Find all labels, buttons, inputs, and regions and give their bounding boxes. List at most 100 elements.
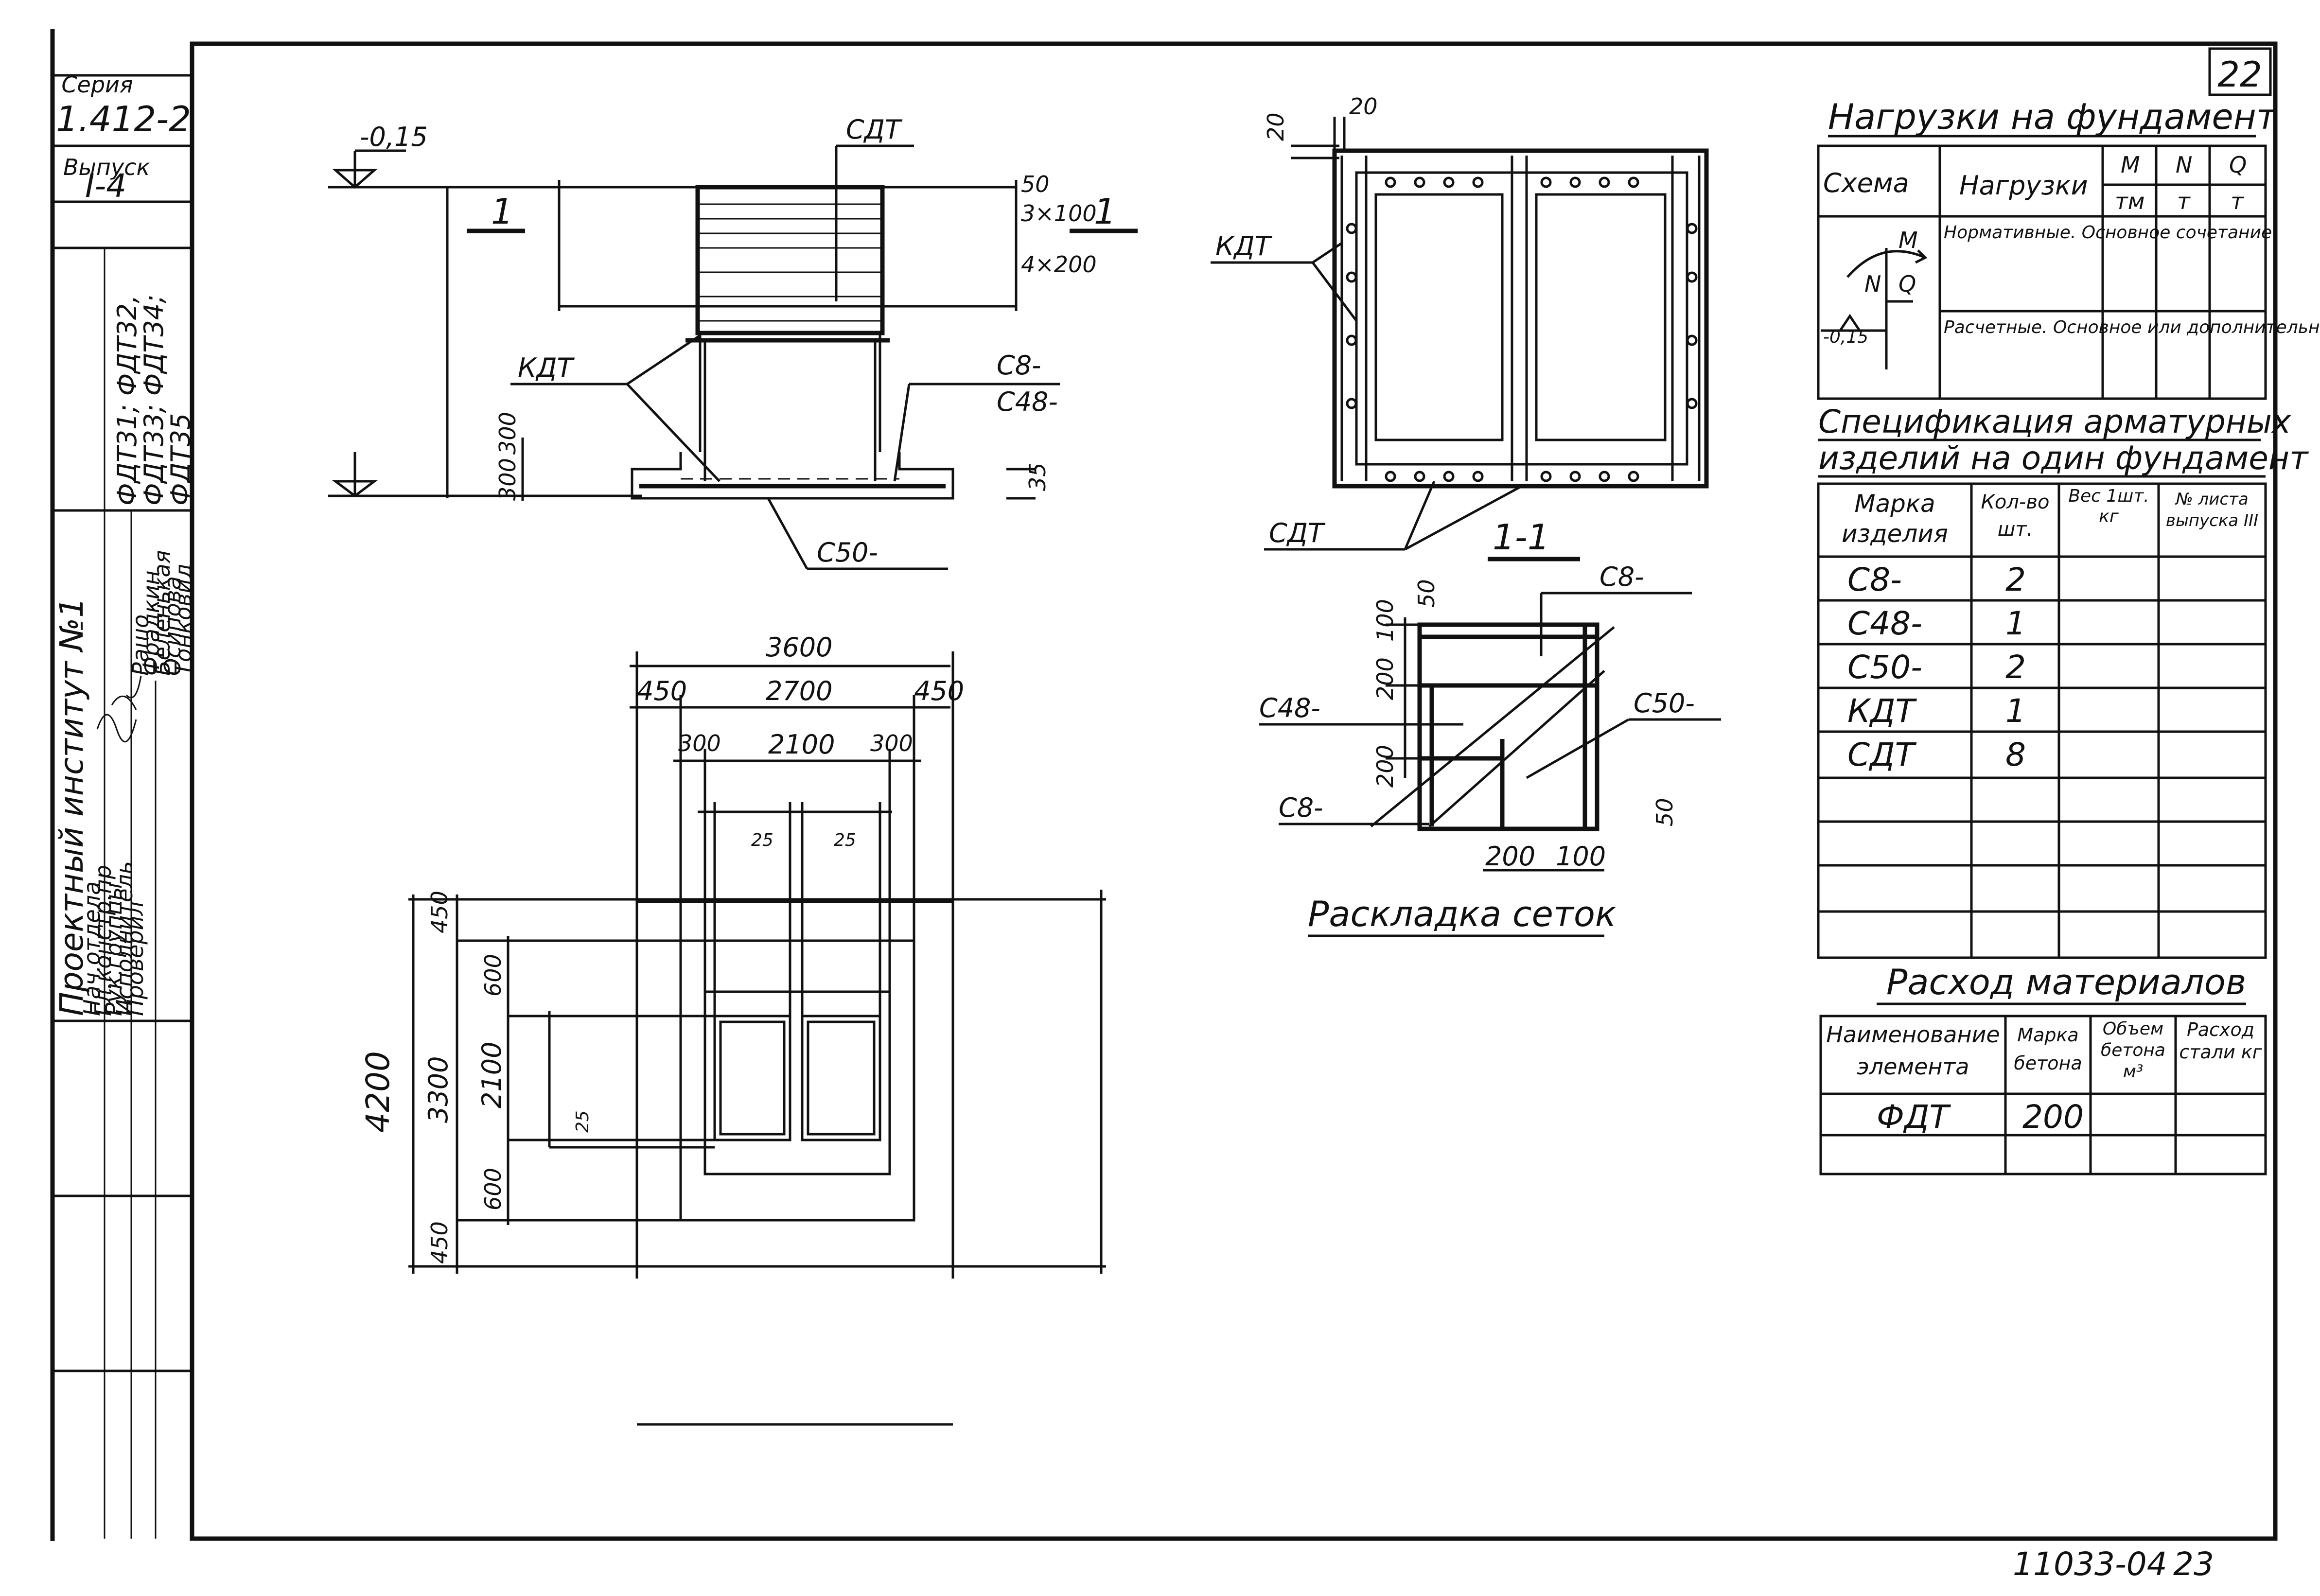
spec-title-2: изделий на один фундамент: [1818, 439, 2309, 477]
loads-header-n-unit: т: [2177, 188, 2191, 214]
loads-header-q: Q: [2229, 152, 2247, 178]
mesh-dim-50-b: 50: [1652, 798, 1678, 826]
plan-dim-600-b: 600: [480, 1168, 506, 1210]
issue-label: Выпуск: [63, 154, 150, 180]
moment-arc: [1846, 250, 1926, 278]
scheme-m: M: [1898, 227, 1918, 253]
spec-row-mark: С8-: [1847, 561, 1902, 598]
label-c50: С50-: [817, 537, 878, 568]
mesh-dim-200-c: 200: [1485, 841, 1535, 872]
plan-dim-300-l: 300: [678, 730, 721, 756]
footing: [631, 452, 954, 500]
label-c8: С8-: [997, 350, 1041, 381]
issue-value: I-4: [85, 167, 126, 205]
spec-row-qty: 8: [2005, 736, 2026, 773]
name-5: Тонковид: [170, 563, 196, 676]
top-label-kdt: КДТ: [1215, 231, 1273, 262]
name-4: Осипова: [159, 576, 186, 676]
series-value: 1.412-2: [56, 99, 191, 140]
label-c48: С48-: [997, 386, 1058, 417]
materials-title: Расход материалов: [1886, 962, 2246, 1002]
spec-row-qty: 2: [2005, 649, 2026, 686]
name-3: Беленькая: [149, 550, 175, 676]
plan-dim-4200: 4200: [359, 1051, 397, 1133]
loads-table: Нагрузки на фундамент Схема Нагрузки M т…: [1817, 96, 2320, 400]
loads-header-loads: Нагрузки: [1959, 170, 2088, 201]
plan-dim-2100: 2100: [768, 729, 835, 760]
title-stamp: Серия 1.412-2 Выпуск I-4 ФДТ31; ФДТ32, Ф…: [53, 71, 196, 1539]
materials-header-steel: Расход стали кг: [2179, 1019, 2262, 1063]
mesh-dim-100-b: 100: [1556, 841, 1606, 872]
plan-dim-450-t: 450: [426, 891, 453, 933]
top-dim-20-h: 20: [1349, 93, 1378, 120]
plan-dim-600-t: 600: [480, 954, 506, 997]
loads-title: Нагрузки на фундамент: [1828, 96, 2278, 137]
mesh-dim-200-b: 200: [1372, 745, 1398, 788]
signatures: [96, 675, 142, 743]
spec-header-sheet: № листа выпуска III: [2165, 490, 2259, 530]
materials-row-name: ФДТ: [1877, 1098, 1951, 1136]
cage-dots: [1346, 176, 1698, 482]
plan-dim-300-r: 300: [870, 730, 913, 756]
role-3: Рук.группы: [101, 883, 127, 1016]
level-value: -0,15: [360, 122, 428, 152]
plan-dim-450-l: 450: [637, 676, 687, 706]
mesh-dim-200-a: 200: [1372, 657, 1398, 700]
materials-header-volume: Объем бетона м³: [2101, 1019, 2165, 1082]
section-title-1-1: 1-1: [1493, 517, 1550, 558]
stamp-mark-3: ФДТ35: [165, 413, 196, 506]
section-mark-left: 1: [491, 191, 513, 232]
spec-row-qty: 2: [2005, 561, 2026, 598]
loads-header-scheme: Схема: [1823, 168, 1909, 198]
mesh-label-c48: С48-: [1259, 693, 1320, 723]
plan-dim-2700: 2700: [766, 676, 832, 706]
spec-header-weight: Вес 1шт. кг: [2068, 486, 2149, 526]
role-4: Исполнитель: [111, 861, 138, 1016]
cage-top-view: 20 20 КДТ СДТ 1-1: [1211, 93, 1709, 561]
loads-header-n: N: [2176, 152, 2192, 178]
plan-dim-25-v: 25: [573, 1110, 593, 1133]
name-2: Фрадкин: [138, 570, 164, 676]
materials-row-grade: 200: [2022, 1098, 2084, 1136]
sheet-number: 22: [2217, 54, 2262, 95]
plan-dim-450-b: 450: [426, 1221, 453, 1264]
spec-title-1: Спецификация арматурных: [1818, 403, 2291, 440]
stamp-mark-1: ФДТ31; ФДТ32,: [112, 295, 142, 506]
loads-header-q-unit: т: [2231, 188, 2244, 214]
spec-row-mark: С48-: [1847, 605, 1922, 642]
role-2: Гл.констр.пр: [90, 865, 116, 1016]
mesh-layout: 50 100 200 200 200 100 50 С8- С48- С50- …: [1259, 561, 1721, 937]
section-mark-right: 1: [1094, 191, 1116, 232]
scheme-n: N: [1864, 271, 1881, 297]
role-5: Проверил: [122, 901, 148, 1016]
mesh-label-c50: С50-: [1634, 688, 1695, 719]
plan-dim-3600: 3600: [766, 632, 832, 663]
top-label-sdt: СДТ: [1269, 518, 1326, 548]
spec-row-qty: 1: [2005, 605, 2026, 642]
materials-table: Расход материалов Наименование элемента …: [1819, 962, 2267, 1175]
spec-header-qty: Кол-во шт.: [1981, 491, 2050, 541]
foundation-plan: 3600 450 2700 450 300 2100 300 25 25 420…: [359, 632, 1106, 1426]
series-label: Серия: [61, 71, 133, 98]
sheet-frame: 22: [50, 29, 2278, 1541]
mesh-dim-50: 50: [1413, 579, 1440, 608]
spec-row-mark: СДТ: [1847, 736, 1917, 773]
loads-header-m-unit: тм: [2115, 188, 2145, 214]
plan-dim-25-b: 25: [834, 830, 856, 850]
spec-table: Спецификация арматурных изделий на один …: [1817, 403, 2309, 959]
materials-header-name: Наименование элемента: [1826, 1021, 2000, 1080]
label-kdt: КДТ: [518, 352, 575, 383]
spec-row-mark: КДТ: [1847, 692, 1917, 730]
elev-dim-3x100: 3×100: [1021, 200, 1097, 227]
loads-header-m: M: [2121, 152, 2140, 178]
materials-header-grade: Марка бетона: [2014, 1024, 2082, 1074]
label-sdt: СДТ: [846, 114, 903, 145]
elev-dim-50: 50: [1021, 171, 1050, 197]
mesh-label-c8-bottom: С8-: [1279, 792, 1323, 823]
scheme-level: -0,15: [1823, 327, 1868, 347]
elev-dim-4x200: 4×200: [1021, 251, 1097, 278]
role-1: Нач.отдела: [79, 881, 105, 1016]
stamp-mark-2: ФДТ33; ФДТ34;: [139, 295, 169, 506]
mesh-label-c8-top: С8-: [1599, 561, 1644, 592]
